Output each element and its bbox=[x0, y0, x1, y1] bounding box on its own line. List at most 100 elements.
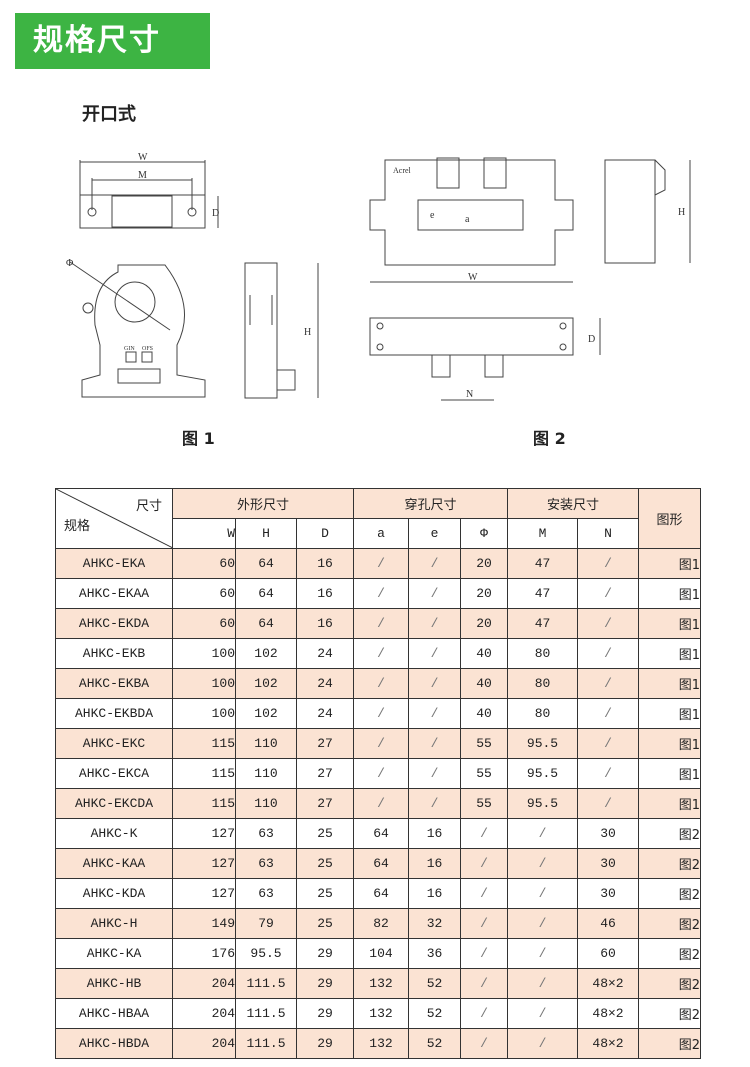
value-cell: / bbox=[460, 938, 508, 969]
model-cell: AHKC-EKA bbox=[55, 548, 173, 579]
svg-text:H: H bbox=[304, 327, 311, 338]
svg-text:a: a bbox=[465, 214, 470, 225]
value-cell: 100 bbox=[172, 668, 236, 699]
svg-text:H: H bbox=[678, 207, 685, 218]
svg-text:Acrel: Acrel bbox=[393, 166, 412, 175]
value-cell: 47 bbox=[507, 608, 578, 639]
value-cell: / bbox=[460, 908, 508, 939]
model-cell: AHKC-HBAA bbox=[55, 998, 173, 1029]
group-header: 外形尺寸 bbox=[172, 488, 354, 519]
column-header: M bbox=[507, 518, 578, 549]
value-cell: 60 bbox=[172, 548, 236, 579]
value-cell: 55 bbox=[460, 788, 508, 819]
model-cell: AHKC-KDA bbox=[55, 878, 173, 909]
value-cell: 29 bbox=[296, 1028, 354, 1059]
value-cell: / bbox=[408, 608, 461, 639]
value-cell: 100 bbox=[172, 638, 236, 669]
value-cell: 127 bbox=[172, 848, 236, 879]
value-cell: / bbox=[408, 548, 461, 579]
value-cell: 110 bbox=[235, 758, 297, 789]
svg-text:D: D bbox=[212, 208, 219, 219]
value-cell: / bbox=[507, 878, 578, 909]
value-cell: 16 bbox=[296, 578, 354, 609]
value-cell: 127 bbox=[172, 878, 236, 909]
figure-cell: 图1 bbox=[638, 728, 701, 759]
value-cell: 52 bbox=[408, 1028, 461, 1059]
figure-cell: 图1 bbox=[638, 698, 701, 729]
figure2-bottom-view: N D bbox=[369, 317, 601, 401]
value-cell: / bbox=[353, 668, 409, 699]
model-cell: AHKC-EKAA bbox=[55, 578, 173, 609]
value-cell: / bbox=[507, 998, 578, 1029]
value-cell: 27 bbox=[296, 728, 354, 759]
figure-cell: 图2 bbox=[638, 998, 701, 1029]
value-cell: 115 bbox=[172, 728, 236, 759]
value-cell: 25 bbox=[296, 818, 354, 849]
figure-cell: 图2 bbox=[638, 968, 701, 999]
figure-cell: 图1 bbox=[638, 608, 701, 639]
figure1-top-view: W M D bbox=[79, 152, 219, 229]
value-cell: / bbox=[353, 548, 409, 579]
value-cell: 20 bbox=[460, 608, 508, 639]
value-cell: 80 bbox=[507, 668, 578, 699]
value-cell: 16 bbox=[408, 848, 461, 879]
svg-text:D: D bbox=[588, 334, 595, 345]
column-header: D bbox=[296, 518, 354, 549]
column-header: e bbox=[408, 518, 461, 549]
figure-cell: 图2 bbox=[638, 848, 701, 879]
model-cell: AHKC-KA bbox=[55, 938, 173, 969]
value-cell: 110 bbox=[235, 728, 297, 759]
model-cell: AHKC-EKDA bbox=[55, 608, 173, 639]
model-cell: AHKC-H bbox=[55, 908, 173, 939]
column-header: W bbox=[172, 518, 236, 549]
value-cell: 60 bbox=[172, 608, 236, 639]
svg-text:M: M bbox=[138, 170, 147, 181]
value-cell: / bbox=[408, 698, 461, 729]
value-cell: 29 bbox=[296, 968, 354, 999]
value-cell: 149 bbox=[172, 908, 236, 939]
value-cell: 102 bbox=[235, 638, 297, 669]
value-cell: / bbox=[460, 1028, 508, 1059]
figure-header: 图形 bbox=[638, 488, 701, 549]
model-cell: AHKC-EKB bbox=[55, 638, 173, 669]
value-cell: / bbox=[353, 788, 409, 819]
value-cell: / bbox=[353, 578, 409, 609]
value-cell: 30 bbox=[577, 818, 639, 849]
value-cell: / bbox=[460, 998, 508, 1029]
value-cell: 55 bbox=[460, 728, 508, 759]
figure1-side-view: H bbox=[244, 262, 319, 399]
value-cell: 29 bbox=[296, 998, 354, 1029]
value-cell: 48×2 bbox=[577, 1028, 639, 1059]
value-cell: / bbox=[507, 938, 578, 969]
value-cell: 64 bbox=[353, 818, 409, 849]
value-cell: 80 bbox=[507, 698, 578, 729]
value-cell: / bbox=[577, 608, 639, 639]
model-cell: AHKC-HBDA bbox=[55, 1028, 173, 1059]
value-cell: 63 bbox=[235, 878, 297, 909]
value-cell: 64 bbox=[235, 578, 297, 609]
value-cell: / bbox=[577, 788, 639, 819]
value-cell: 204 bbox=[172, 998, 236, 1029]
figure-cell: 图1 bbox=[638, 578, 701, 609]
model-cell: AHKC-KAA bbox=[55, 848, 173, 879]
value-cell: 64 bbox=[235, 608, 297, 639]
value-cell: 48×2 bbox=[577, 998, 639, 1029]
value-cell: / bbox=[353, 698, 409, 729]
model-cell: AHKC-EKBDA bbox=[55, 698, 173, 729]
value-cell: / bbox=[577, 548, 639, 579]
value-cell: 60 bbox=[172, 578, 236, 609]
value-cell: 16 bbox=[296, 608, 354, 639]
value-cell: 82 bbox=[353, 908, 409, 939]
value-cell: 46 bbox=[577, 908, 639, 939]
value-cell: 132 bbox=[353, 968, 409, 999]
model-cell: AHKC-EKCDA bbox=[55, 788, 173, 819]
